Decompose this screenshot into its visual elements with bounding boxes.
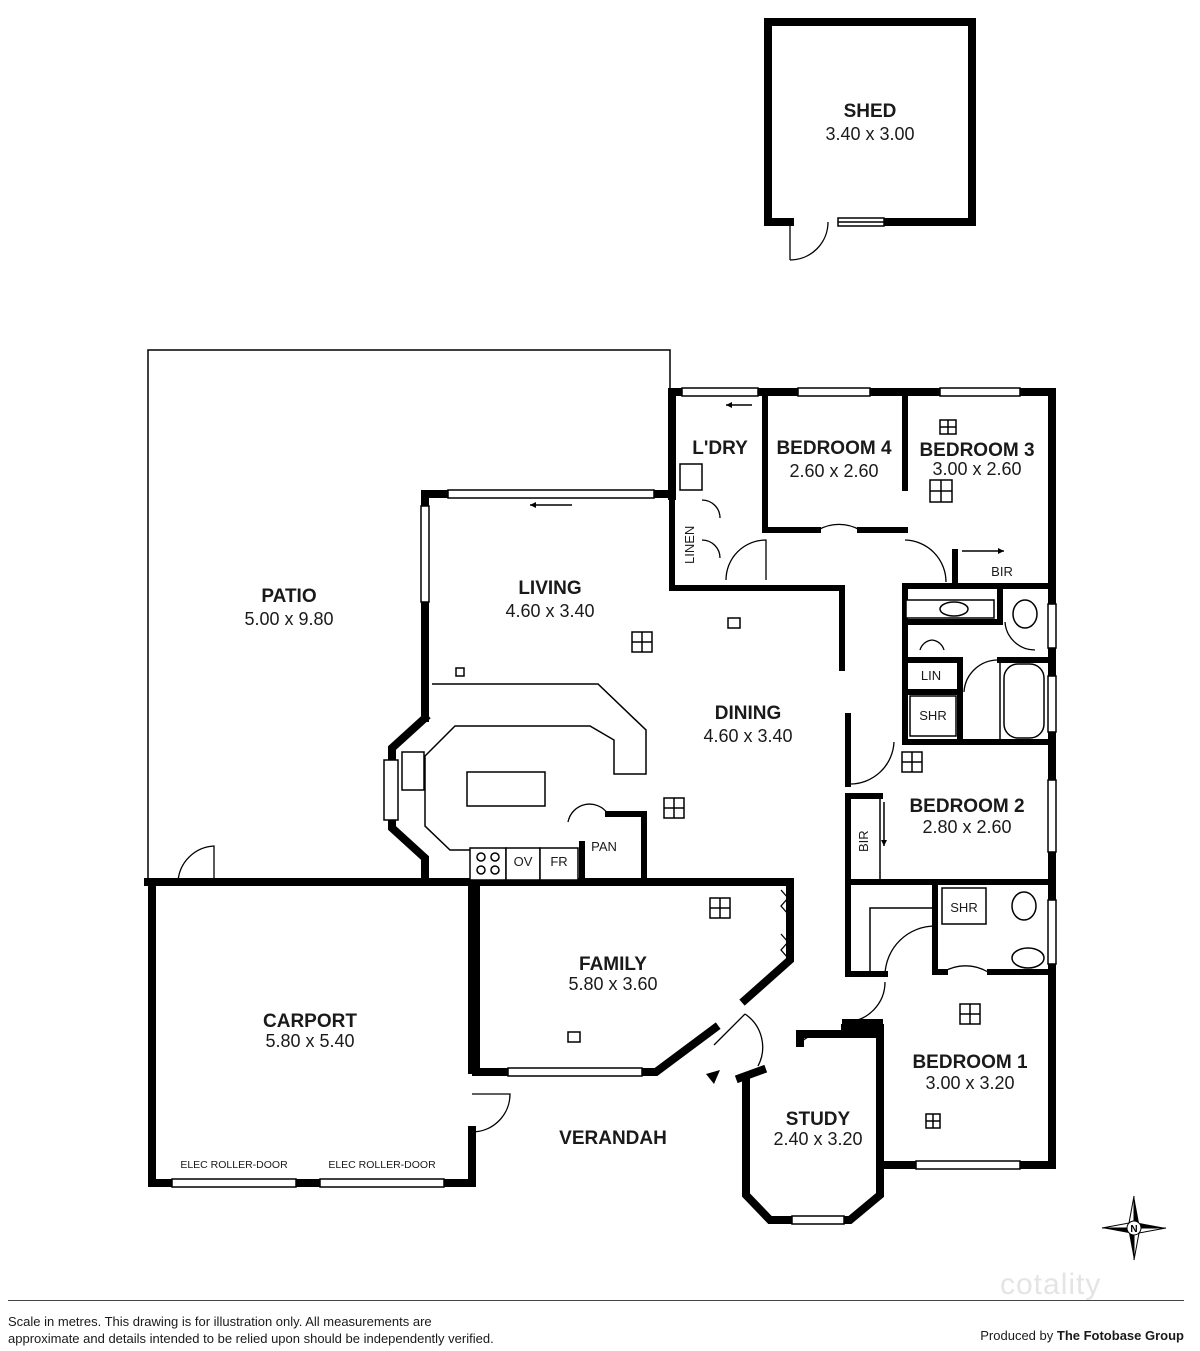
fridge-label: FR <box>550 854 567 869</box>
shr-main-label: SHR <box>919 708 946 723</box>
interior-walls <box>579 389 1055 1025</box>
vent-marker <box>727 617 741 629</box>
vent-marker <box>939 419 957 435</box>
dining-name: DINING <box>715 703 782 724</box>
living-dims: 4.60 x 3.40 <box>505 601 594 621</box>
bedroom4-name: BEDROOM 4 <box>776 438 892 459</box>
produced-by-company: The Fotobase Group <box>1056 1328 1184 1343</box>
bedroom3-dims: 3.00 x 2.60 <box>932 459 1021 479</box>
compass-north-label: N <box>1130 1224 1137 1235</box>
bedroom2-dims: 2.80 x 2.60 <box>922 817 1011 837</box>
bedroom2-name: BEDROOM 2 <box>909 796 1024 817</box>
doors <box>177 523 1036 1133</box>
entry-arrow-icon <box>706 1070 720 1084</box>
vent-marker <box>929 479 953 503</box>
shed-structure <box>764 18 976 261</box>
fixture-labels: LINEN BIR LIN SHR BIR SHR OV FR PAN ELEC… <box>180 526 1013 1171</box>
bedroom4-dims: 2.60 x 2.60 <box>789 461 878 481</box>
patio-name: PATIO <box>261 586 316 607</box>
study-dims: 2.40 x 3.20 <box>773 1129 862 1149</box>
family-dims: 5.80 x 3.60 <box>568 974 657 994</box>
pantry-label: PAN <box>591 839 617 854</box>
carport-dims: 5.80 x 5.40 <box>265 1031 354 1051</box>
vent-marker <box>455 667 465 677</box>
shed-name: SHED <box>844 101 897 122</box>
oven-label: OV <box>514 854 533 869</box>
patio-outline <box>147 349 671 880</box>
roller-door-2-label: ELEC ROLLER-DOOR <box>328 1159 436 1171</box>
sliding-markers <box>530 402 1004 846</box>
compass-rose-icon: N <box>1101 1195 1167 1261</box>
disclaimer-line-1: Scale in metres. This drawing is for ill… <box>8 1314 432 1329</box>
vent-marker <box>663 797 685 819</box>
bedroom1-name: BEDROOM 1 <box>912 1052 1028 1073</box>
produced-by: Produced by The Fotobase Group <box>980 1328 1184 1343</box>
dining-dims: 4.60 x 3.40 <box>703 726 792 746</box>
linen-label: LINEN <box>682 526 697 564</box>
vent-marker <box>901 751 923 773</box>
disclaimer-line-2: approximate and details intended to be r… <box>8 1331 494 1346</box>
study-name: STUDY <box>786 1109 851 1130</box>
vent-marker <box>631 631 653 653</box>
room-labels: SHED 3.40 x 3.00 PATIO 5.00 x 9.80 L'DRY… <box>244 101 1034 1149</box>
bir-bedroom3-label: BIR <box>991 564 1013 579</box>
windows <box>171 387 1057 1225</box>
vent-marker <box>959 1003 981 1025</box>
vent-marker <box>567 1031 581 1043</box>
bedroom1-dims: 3.00 x 3.20 <box>925 1073 1014 1093</box>
laundry-name: L'DRY <box>692 438 748 459</box>
brand-watermark: cotality <box>1000 1268 1102 1301</box>
vent-marker <box>925 1113 941 1129</box>
verandah-name: VERANDAH <box>559 1128 667 1149</box>
bir-bedroom2-label: BIR <box>856 830 871 852</box>
bathroom-fixtures <box>679 463 1045 969</box>
vent-markers <box>455 419 981 1129</box>
shr-ensuite-label: SHR <box>950 900 977 915</box>
disclaimer: Scale in metres. This drawing is for ill… <box>8 1313 494 1347</box>
kitchen-joinery <box>401 683 647 881</box>
footer-divider <box>8 1300 1184 1301</box>
roller-door-1-label: ELEC ROLLER-DOOR <box>180 1159 288 1171</box>
bedroom3-name: BEDROOM 3 <box>919 440 1034 461</box>
family-name: FAMILY <box>579 954 647 975</box>
produced-by-prefix: Produced by <box>980 1328 1054 1343</box>
vent-marker <box>709 897 731 919</box>
shed-dims: 3.40 x 3.00 <box>825 124 914 144</box>
patio-dims: 5.00 x 9.80 <box>244 609 333 629</box>
carport-name: CARPORT <box>263 1011 357 1032</box>
lin-label: LIN <box>921 668 941 683</box>
living-name: LIVING <box>518 578 581 599</box>
